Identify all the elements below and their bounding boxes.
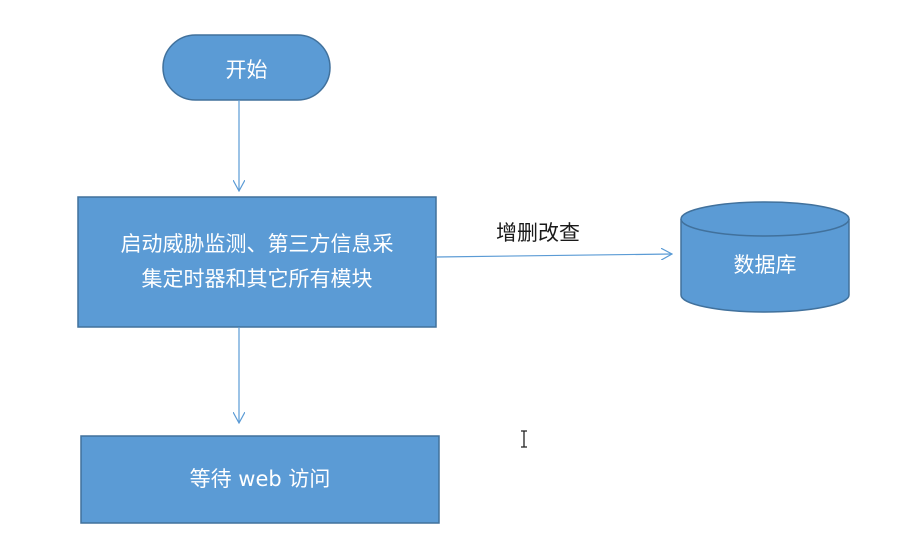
- edge-label-crud: 增删改查: [496, 221, 580, 245]
- edge-process-to-database: [435, 254, 672, 257]
- text-cursor-icon: [521, 430, 527, 448]
- wait-node-label: 等待 web 访问: [190, 467, 331, 491]
- process-node-label-line2: 集定时器和其它所有模块: [142, 267, 373, 291]
- database-node: 数据库: [680, 201, 850, 313]
- database-node-body: [680, 219, 850, 313]
- wait-node: 等待 web 访问: [80, 435, 440, 524]
- process-node: 启动威胁监测、第三方信息采 集定时器和其它所有模块: [77, 196, 437, 328]
- database-node-top: [680, 201, 850, 237]
- process-node-shape: [77, 196, 437, 328]
- start-node: 开始: [162, 34, 331, 101]
- process-node-label-line1: 启动威胁监测、第三方信息采: [121, 232, 394, 256]
- start-node-shape: [162, 34, 331, 101]
- database-node-label: 数据库: [734, 253, 797, 277]
- start-node-label: 开始: [226, 58, 268, 82]
- wait-node-shape: [80, 435, 440, 524]
